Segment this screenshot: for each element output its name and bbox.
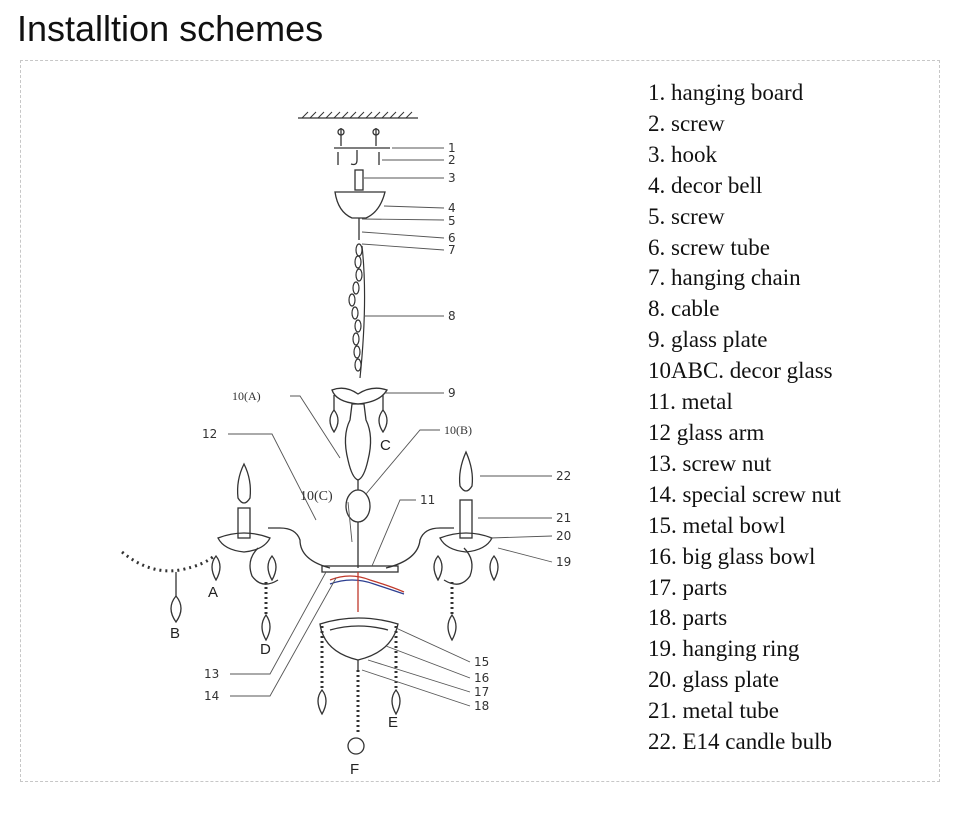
diagram-label-21: 21 — [556, 511, 571, 525]
left-candle-bulb — [236, 462, 252, 504]
diagram-label-7: 7 — [448, 243, 456, 257]
parts-list-item: 9. glass plate — [648, 327, 768, 353]
crystal-f — [347, 737, 365, 755]
diagram-label-17: 17 — [474, 685, 489, 699]
diagram-label-5: 5 — [448, 214, 456, 228]
crystal-e — [391, 688, 401, 716]
parts-list-item: 18. parts — [648, 605, 728, 631]
diagram-frame — [20, 60, 940, 782]
diagram-label-d: D — [260, 641, 271, 658]
decor-bell — [334, 191, 386, 219]
ceiling-hatch — [301, 111, 413, 119]
diagram-label-22: 22 — [556, 469, 571, 483]
right-glass-plate — [439, 532, 493, 553]
right-candle-bulb — [458, 450, 474, 492]
leader-lines — [228, 147, 553, 707]
diagram-label-9: 9 — [448, 386, 456, 400]
top-glass-plate — [331, 387, 388, 405]
parts-list-item: 7. hanging chain — [648, 265, 801, 291]
page-title: Installtion schemes — [17, 8, 324, 49]
screw-tube — [354, 169, 364, 191]
left-glass-plate — [217, 532, 271, 553]
diagram-label-1: 1 — [448, 141, 456, 155]
parts-list-item: 16. big glass bowl — [648, 543, 816, 569]
parts-list: 1. hanging board 2. screw 3. hook 4. dec… — [648, 78, 841, 758]
diagram-label-13: 13 — [204, 667, 219, 681]
crystal-c-right — [378, 395, 388, 434]
central-vase — [344, 403, 372, 481]
diagram-label-11: 11 — [420, 493, 435, 507]
diagram-label-2: 2 — [448, 153, 456, 167]
parts-list-item: 14. special screw nut — [648, 481, 841, 507]
parts-list-item: 22. E14 candle bulb — [648, 729, 832, 755]
diagram-label-18: 18 — [474, 699, 489, 713]
metal-hub — [321, 565, 399, 573]
parts-list-item: 20. glass plate — [648, 667, 779, 693]
diagram-label-19: 19 — [556, 555, 571, 569]
left-arm — [268, 527, 331, 569]
diagram-label-a: A — [208, 584, 218, 601]
left-arm-curl — [249, 547, 279, 585]
parts-list-item: 3. hook — [648, 141, 717, 167]
diagram-label-10b: 10(B) — [444, 423, 472, 437]
parts-list-item: 8. cable — [648, 296, 720, 322]
right-metal-tube — [459, 499, 473, 539]
parts-list-item: 4. decor bell — [648, 172, 763, 198]
diagram-label-10a: 10(A) — [232, 389, 261, 403]
parts-list-item: 5. screw — [648, 203, 725, 229]
parts-list-item: 1. hanging board — [648, 80, 804, 105]
parts-list-item: 2. screw — [648, 110, 725, 136]
parts-list-item: 13. screw nut — [648, 450, 772, 476]
left-metal-tube — [237, 507, 251, 539]
parts-list-item: 21. metal tube — [648, 698, 779, 724]
diagram-label-4: 4 — [448, 201, 456, 215]
parts-list-item: 6. screw tube — [648, 234, 770, 260]
diagram-label-12: 12 — [202, 427, 217, 441]
parts-list-item: 15. metal bowl — [648, 512, 786, 538]
crystal-b — [170, 594, 182, 624]
right-arm-curl — [443, 547, 473, 585]
parts-list-item: 17. parts — [648, 574, 728, 600]
diagram-label-c: C — [380, 437, 391, 454]
diagram-label-3: 3 — [448, 171, 456, 185]
diagram-label-f: F — [350, 761, 359, 778]
diagram-label-16: 16 — [474, 671, 489, 685]
parts-list-item: 10ABC. decor glass — [648, 358, 833, 384]
parts-list-item: 11. metal — [648, 389, 733, 415]
diagram-label-6: 6 — [448, 231, 456, 245]
hanging-chain — [348, 243, 366, 379]
garland-a — [121, 550, 217, 573]
diagram-label-15: 15 — [474, 655, 489, 669]
big-glass-bowl — [319, 617, 399, 661]
diagram-label-8: 8 — [448, 309, 456, 323]
hanging-board — [334, 128, 390, 166]
parts-list-item: 12 glass arm — [648, 419, 765, 445]
diagram-label-10c: 10(C) — [300, 489, 333, 504]
diagram-label-14: 14 — [204, 689, 219, 703]
right-arm — [385, 527, 454, 569]
crystal-d — [261, 613, 271, 642]
diagram-label-20: 20 — [556, 529, 571, 543]
crystal-c-left — [329, 395, 339, 434]
diagram-label-e: E — [388, 714, 398, 731]
diagram-label-b: B — [170, 625, 180, 642]
parts-list-item: 19. hanging ring — [648, 636, 800, 662]
